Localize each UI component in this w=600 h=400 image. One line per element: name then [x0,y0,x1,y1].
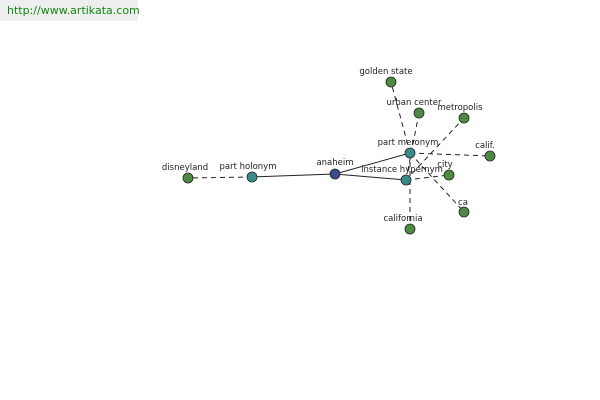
node-disneyland[interactable] [182,172,194,184]
node-golden-state[interactable] [385,76,397,88]
node-instance-hypernym[interactable] [400,174,412,186]
edge-part-holonym-to-disneyland [187,176,253,179]
node-urban-center[interactable] [413,107,425,119]
source-url-link[interactable]: http://www.artikata.com [7,4,140,17]
node-label-golden-state: golden state [359,67,412,77]
node-label-part-holonym: part holonym [220,162,277,172]
node-anaheim[interactable] [329,168,341,180]
edge-anaheim-to-instance-hypernym [334,173,407,181]
node-label-city: city [437,160,452,170]
node-metropolis[interactable] [458,112,470,124]
node-part-holonym[interactable] [246,171,258,183]
edge-part-meronym-to-golden-state [390,81,411,154]
graph-labels: anaheim part holonym part meronym instance … [162,67,495,224]
graph-edges [187,81,491,229]
node-label-urban-center: urban center [387,98,442,108]
node-ca[interactable] [458,206,470,218]
node-california[interactable] [404,223,416,235]
graph-nodes [182,76,496,235]
node-calif[interactable] [484,150,496,162]
node-label-part-meronym: part meronym [378,138,439,148]
node-label-anaheim: anaheim [316,158,353,168]
node-label-disneyland: disneyland [162,163,208,173]
source-banner: http://www.artikata.com [0,0,140,21]
edge-anaheim-to-part-meronym [334,152,411,175]
node-label-ca: ca [458,198,468,208]
node-part-meronym[interactable] [404,147,416,159]
node-label-metropolis: metropolis [437,103,483,113]
edge-part-meronym-to-calif [409,152,491,157]
node-label-california: california [383,214,422,224]
edge-anaheim-to-part-holonym [251,173,336,178]
node-label-calif: calif. [475,141,495,151]
node-city[interactable] [443,169,455,181]
node-label-instance-hypernym: instance hypernym [361,165,443,175]
edge-part-meronym-to-ca [409,152,465,213]
edge-instance-hypernym-to-urban-center [405,112,420,181]
edge-instance-hypernym-to-city [405,174,450,181]
